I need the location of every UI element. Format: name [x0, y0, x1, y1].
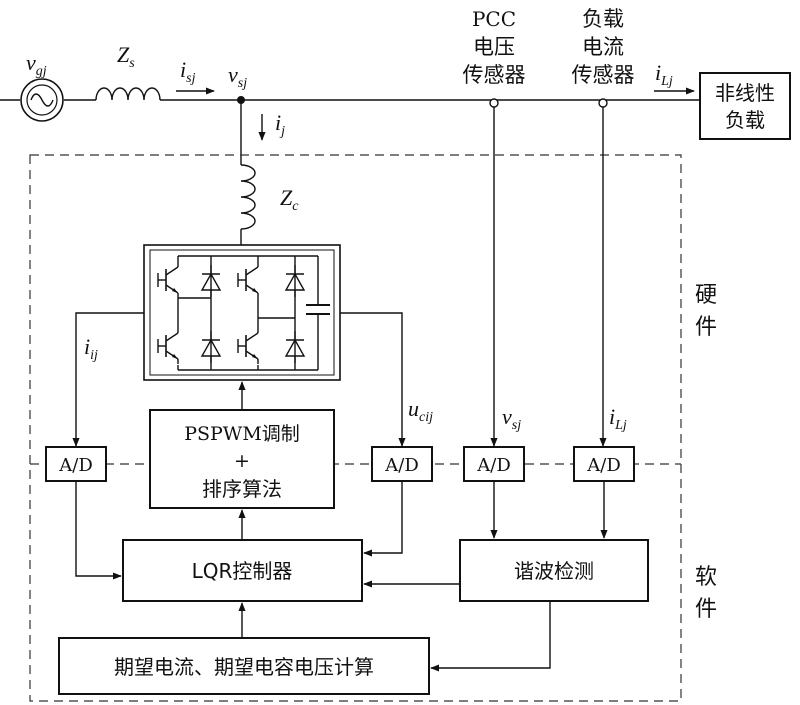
svg-text:A/D: A/D: [58, 455, 93, 476]
ad-converter-2: A/D: [371, 446, 433, 482]
isj-label: isj: [180, 57, 196, 86]
svg-text:A/D: A/D: [384, 455, 419, 476]
nonlinear-load-box: 非线性 负载: [699, 72, 791, 140]
iij-wire: [72, 312, 144, 447]
ucij-wire: [340, 312, 406, 447]
ad-converter-4: A/D: [573, 446, 635, 482]
svg-text:排序算法: 排序算法: [202, 477, 282, 501]
harmonic-detection-block: 谐波检测: [459, 539, 649, 602]
svg-text:负载: 负载: [725, 108, 765, 132]
iij-label: iij: [84, 334, 98, 363]
vsj-node-label: vsj: [228, 62, 247, 91]
svg-text:LQR控制器: LQR控制器: [192, 559, 293, 583]
vg-label: vgj: [26, 50, 47, 79]
iLj-label: iLj: [609, 404, 627, 433]
iLj-top-label: iLj: [655, 60, 673, 89]
zc-inductor-icon: [240, 164, 256, 230]
svg-text:电流: 电流: [582, 35, 624, 59]
svg-text:传感器: 传感器: [572, 63, 635, 87]
ad1-to-lqr-arrow: [75, 481, 122, 580]
svg-text:A/D: A/D: [586, 455, 621, 476]
zone-hardware-1: 硬: [695, 283, 717, 308]
lqr-block: LQR控制器: [122, 539, 363, 602]
ad-converter-1: A/D: [45, 446, 107, 482]
control-enclosure: [29, 154, 682, 702]
pcc-voltage-sensor: PCC 电压 传感器: [463, 7, 526, 108]
vsj-label: vsj: [502, 404, 521, 433]
zone-software-2: 件: [695, 597, 717, 622]
expected-computation-block: 期望电流、期望电容电压计算: [58, 637, 430, 695]
ij-label: ij: [275, 110, 285, 139]
svg-text:PCC: PCC: [472, 7, 516, 31]
svg-text:传感器: 传感器: [463, 63, 526, 87]
harmonic-to-expected-arrow: [430, 601, 551, 672]
svg-text:+: +: [234, 450, 250, 472]
svg-text:电压: 电压: [473, 35, 515, 59]
svg-text:负载: 负载: [582, 7, 624, 31]
svg-text:谐波检测: 谐波检测: [514, 559, 594, 583]
svg-text:A/D: A/D: [476, 455, 511, 476]
zone-hardware-2: 件: [695, 315, 717, 340]
ad-converter-3: A/D: [463, 446, 525, 482]
zc-label: Zc: [280, 185, 299, 214]
svg-text:PSPWM调制: PSPWM调制: [184, 423, 300, 445]
svg-text:期望电流、期望电容电压计算: 期望电流、期望电容电压计算: [114, 655, 374, 679]
ac-source-icon: [20, 78, 64, 122]
svg-text:非线性: 非线性: [715, 81, 775, 105]
zs-inductor-icon: [95, 87, 161, 101]
zs-label: Zs: [117, 42, 135, 71]
zone-software-1: 软: [695, 565, 717, 590]
load-current-sensor: 负载 电流 传感器: [572, 7, 635, 108]
ucij-label: ucij: [408, 396, 433, 425]
ad2-to-lqr-arrow: [363, 481, 403, 557]
pspwm-block: PSPWM调制 + 排序算法: [149, 409, 335, 509]
h-bridge-module: [143, 244, 341, 381]
